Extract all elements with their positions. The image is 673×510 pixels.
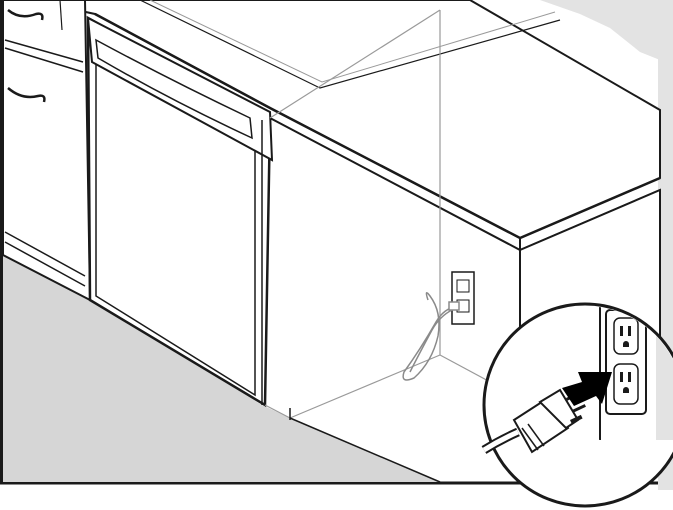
wall-outlet-icon xyxy=(452,272,474,324)
